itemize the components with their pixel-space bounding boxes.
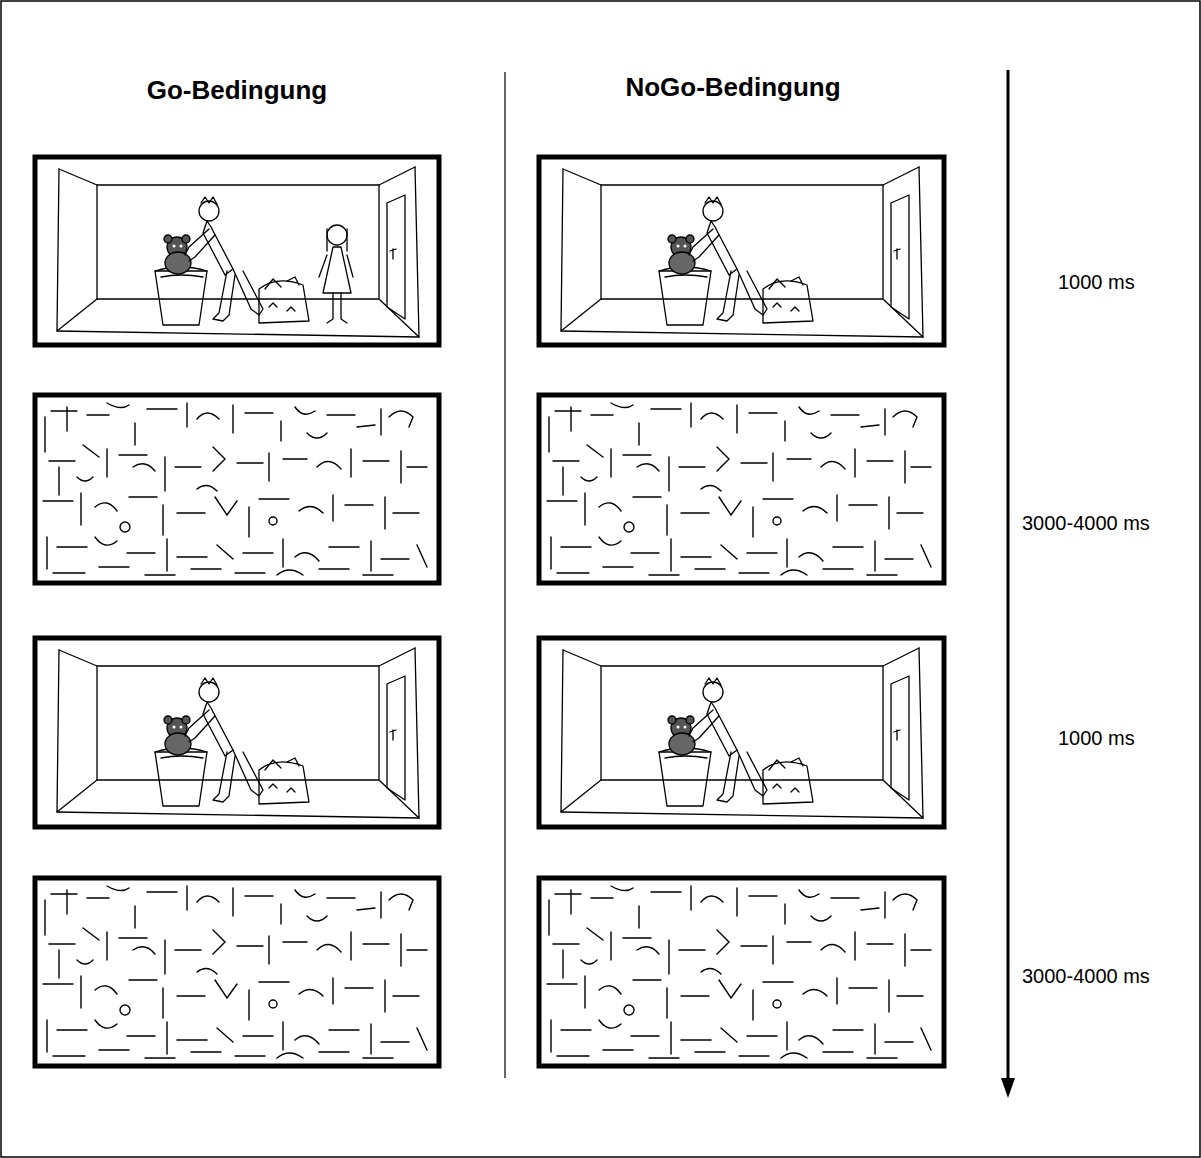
nogo-mask-2 (539, 878, 944, 1066)
duration-label: 1000 ms (1058, 270, 1135, 294)
duration-label: 1000 ms (1058, 726, 1135, 750)
go-frame-1 (35, 157, 439, 345)
column-divider (504, 72, 505, 1078)
duration-label: 3000-4000 ms (1022, 511, 1150, 535)
time-arrowhead (1001, 1078, 1015, 1098)
go-frame-2 (35, 638, 439, 827)
time-axis (1007, 70, 1010, 1082)
condition-heading: NoGo-Bedingung (625, 72, 840, 103)
nogo-mask-1 (539, 395, 944, 583)
nogo-frame-1 (539, 157, 944, 345)
duration-label: 3000-4000 ms (1022, 964, 1150, 988)
go-mask-1 (35, 395, 439, 583)
nogo-frame-2 (539, 638, 944, 827)
go-mask-2 (35, 878, 439, 1066)
condition-heading: Go-Bedingung (147, 75, 328, 106)
